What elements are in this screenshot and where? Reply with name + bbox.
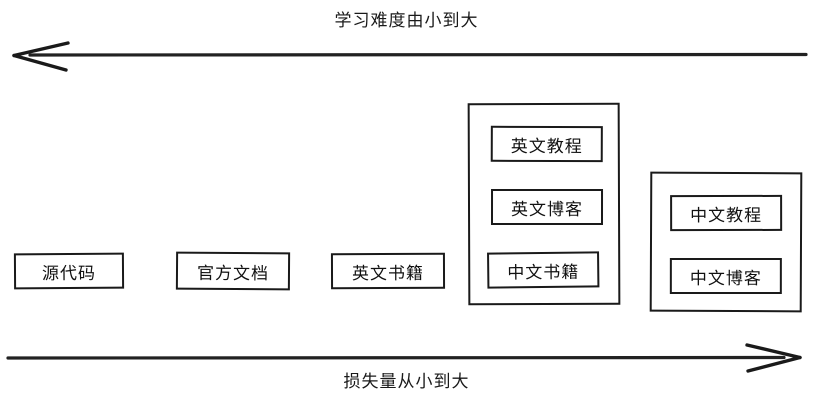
node-english-blog[interactable]: 英文博客: [490, 188, 604, 226]
node-chinese-books[interactable]: 中文书籍: [487, 251, 600, 289]
node-label: 中文书籍: [507, 262, 580, 283]
node-label: 中文教程: [690, 205, 763, 226]
node-label: 英文教程: [510, 136, 583, 157]
bottom-axis-arrow: [6, 343, 802, 373]
node-label: 源代码: [41, 263, 97, 284]
node-label: 官方文档: [196, 263, 270, 284]
node-label: 中文博客: [689, 268, 762, 289]
bottom-axis-label: 损失量从小到大: [343, 372, 470, 392]
top-axis-arrow: [12, 41, 808, 72]
top-axis-label: 学习难度由小到大: [334, 11, 479, 31]
node-english-books[interactable]: 英文书籍: [330, 252, 446, 290]
node-english-tutorial[interactable]: 英文教程: [490, 125, 603, 163]
node-chinese-tutorial[interactable]: 中文教程: [670, 194, 783, 232]
node-chinese-blog[interactable]: 中文博客: [669, 257, 782, 295]
group-chinese-resources: 中文教程 中文博客: [649, 171, 803, 313]
node-label: 英文博客: [510, 199, 584, 220]
node-source-code[interactable]: 源代码: [13, 252, 125, 290]
group-english-resources: 英文教程 英文博客 中文书籍: [467, 102, 621, 306]
node-label: 英文书籍: [351, 263, 425, 284]
node-official-docs[interactable]: 官方文档: [175, 251, 291, 291]
